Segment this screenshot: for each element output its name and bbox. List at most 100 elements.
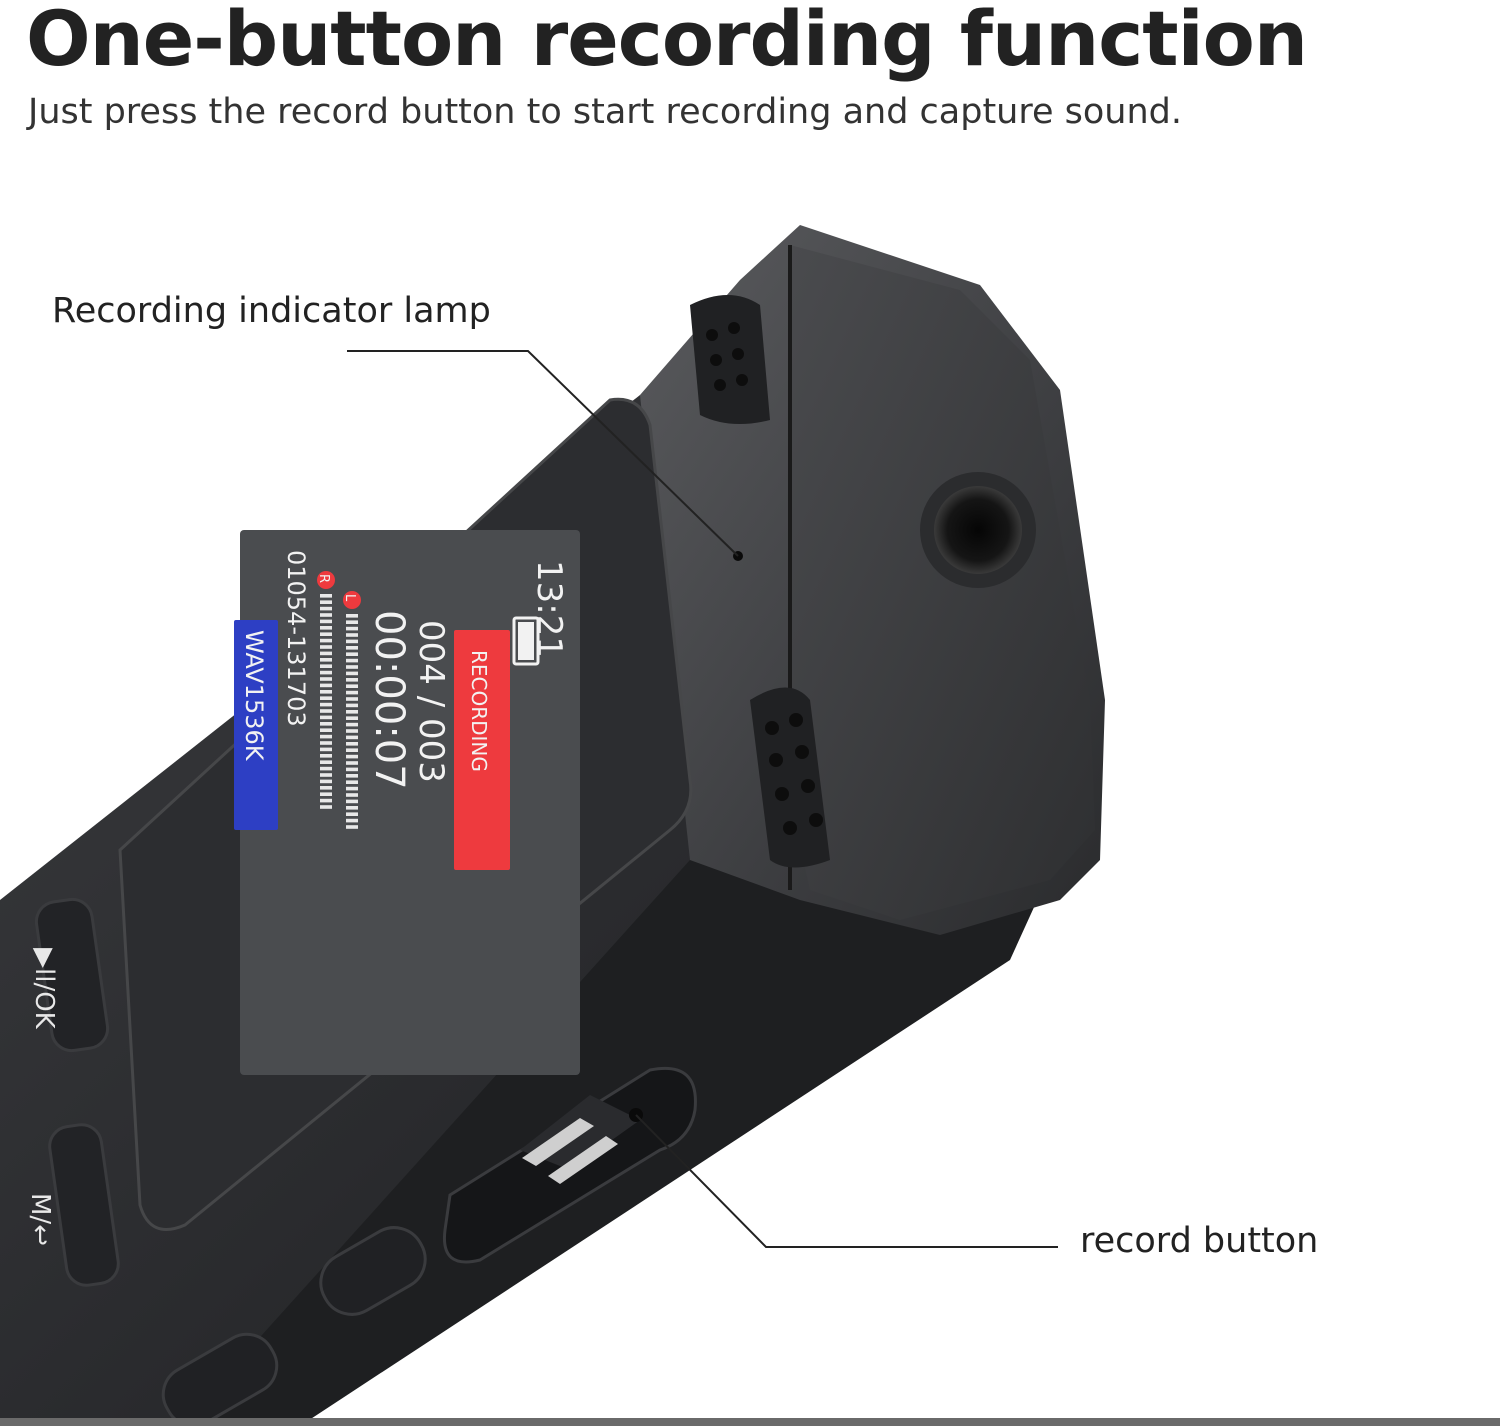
meter-tick bbox=[320, 600, 332, 604]
meter-tick bbox=[346, 639, 358, 644]
play-ok-label: ▶ll/OK bbox=[29, 948, 59, 1030]
level-meter-left bbox=[346, 614, 358, 829]
meter-tick bbox=[346, 799, 358, 804]
meter-tick bbox=[320, 702, 332, 707]
lower-button[interactable] bbox=[153, 1324, 287, 1426]
meter-tick bbox=[320, 779, 332, 784]
callout-record-button: record button bbox=[1080, 1221, 1319, 1261]
meter-tick bbox=[346, 754, 358, 759]
screen-display: 13:21 RECORDING 004 / 003 00:00:07 L R 0… bbox=[234, 530, 580, 1075]
meter-tick bbox=[346, 729, 358, 733]
meter-tick bbox=[346, 793, 358, 797]
meter-tick bbox=[346, 710, 358, 714]
meter-tick bbox=[346, 825, 358, 829]
meter-tick bbox=[346, 652, 358, 656]
record-button[interactable] bbox=[442, 1066, 697, 1264]
channel-right-label: R bbox=[316, 574, 331, 583]
meter-tick bbox=[346, 818, 358, 823]
meter-tick bbox=[320, 613, 332, 617]
meter-tick bbox=[346, 735, 358, 740]
meter-tick bbox=[346, 684, 358, 689]
meter-tick bbox=[320, 632, 332, 636]
meter-tick bbox=[320, 626, 332, 630]
format-badge bbox=[234, 620, 278, 830]
meter-tick bbox=[320, 651, 332, 656]
meter-tick bbox=[320, 715, 332, 720]
meter-tick bbox=[320, 658, 332, 662]
meter-tick bbox=[320, 728, 332, 733]
meter-tick bbox=[346, 767, 358, 772]
subline: Just press the record button to start re… bbox=[28, 92, 1182, 132]
screen-status: RECORDING bbox=[467, 650, 491, 772]
meter-tick bbox=[320, 798, 332, 803]
meter-tick bbox=[346, 716, 358, 721]
meter-tick bbox=[346, 774, 358, 778]
meter-tick bbox=[320, 747, 332, 752]
bottom-edge bbox=[0, 1418, 1500, 1426]
meter-tick bbox=[320, 696, 332, 701]
headline: One-button recording function bbox=[26, 0, 1308, 83]
meter-tick bbox=[320, 683, 332, 688]
recorder-end-face bbox=[790, 245, 1095, 920]
screen-file-counter: 004 / 003 bbox=[411, 620, 451, 783]
meter-tick bbox=[320, 645, 332, 649]
meter-tick bbox=[346, 626, 358, 631]
meter-tick bbox=[346, 748, 358, 753]
meter-tick bbox=[346, 646, 358, 650]
meter-tick bbox=[346, 812, 358, 816]
volume-button[interactable] bbox=[310, 1217, 436, 1326]
meter-tick bbox=[346, 678, 358, 682]
meter-tick bbox=[346, 761, 358, 765]
top-microphone-grill bbox=[690, 295, 770, 424]
meter-tick bbox=[320, 734, 332, 739]
meter-tick bbox=[320, 760, 332, 765]
battery-icon bbox=[512, 616, 540, 666]
screen-time: 13:21 bbox=[529, 560, 569, 658]
meter-tick bbox=[320, 754, 332, 758]
meter-tick bbox=[320, 677, 332, 681]
meter-tick bbox=[346, 690, 358, 695]
meter-tick bbox=[346, 671, 358, 676]
callout-indicator-lamp: Recording indicator lamp bbox=[52, 291, 491, 331]
meter-tick bbox=[320, 805, 332, 809]
meter-tick bbox=[346, 633, 358, 637]
meter-tick bbox=[320, 664, 332, 668]
meter-tick bbox=[320, 741, 332, 745]
meter-tick bbox=[346, 703, 358, 708]
meter-tick bbox=[320, 786, 332, 790]
bottom-microphone-grill bbox=[750, 687, 830, 868]
screen-elapsed: 00:00:07 bbox=[366, 610, 412, 790]
meter-tick bbox=[320, 722, 332, 726]
screen-format: WAV1536K bbox=[240, 630, 268, 762]
meter-tick bbox=[346, 658, 358, 663]
meter-tick bbox=[320, 619, 332, 624]
menu-button[interactable] bbox=[47, 1122, 121, 1288]
meter-tick bbox=[346, 786, 358, 791]
meter-tick bbox=[346, 620, 358, 624]
menu-label: M/↩ bbox=[25, 1193, 55, 1246]
meter-tick bbox=[320, 638, 332, 643]
meter-tick bbox=[320, 709, 332, 713]
meter-tick bbox=[320, 773, 332, 777]
meter-tick bbox=[320, 792, 332, 796]
meter-tick bbox=[346, 742, 358, 746]
callout-line-lamp bbox=[347, 350, 739, 557]
callout-line-record bbox=[635, 1114, 1058, 1248]
meter-tick bbox=[346, 806, 358, 810]
meter-tick bbox=[320, 594, 332, 598]
channel-left-label: L bbox=[342, 594, 357, 602]
play-ok-button[interactable] bbox=[34, 897, 110, 1053]
status-badge bbox=[454, 630, 510, 870]
meter-tick bbox=[346, 614, 358, 618]
meter-tick bbox=[346, 722, 358, 727]
level-meter-right bbox=[320, 594, 332, 809]
meter-tick bbox=[320, 606, 332, 611]
meter-tick bbox=[320, 670, 332, 675]
screen-file-name: 01054-131703 bbox=[282, 550, 310, 727]
meter-tick bbox=[346, 697, 358, 701]
meter-tick bbox=[346, 665, 358, 669]
meter-tick bbox=[320, 766, 332, 771]
meter-tick bbox=[320, 690, 332, 694]
meter-tick bbox=[346, 780, 358, 784]
